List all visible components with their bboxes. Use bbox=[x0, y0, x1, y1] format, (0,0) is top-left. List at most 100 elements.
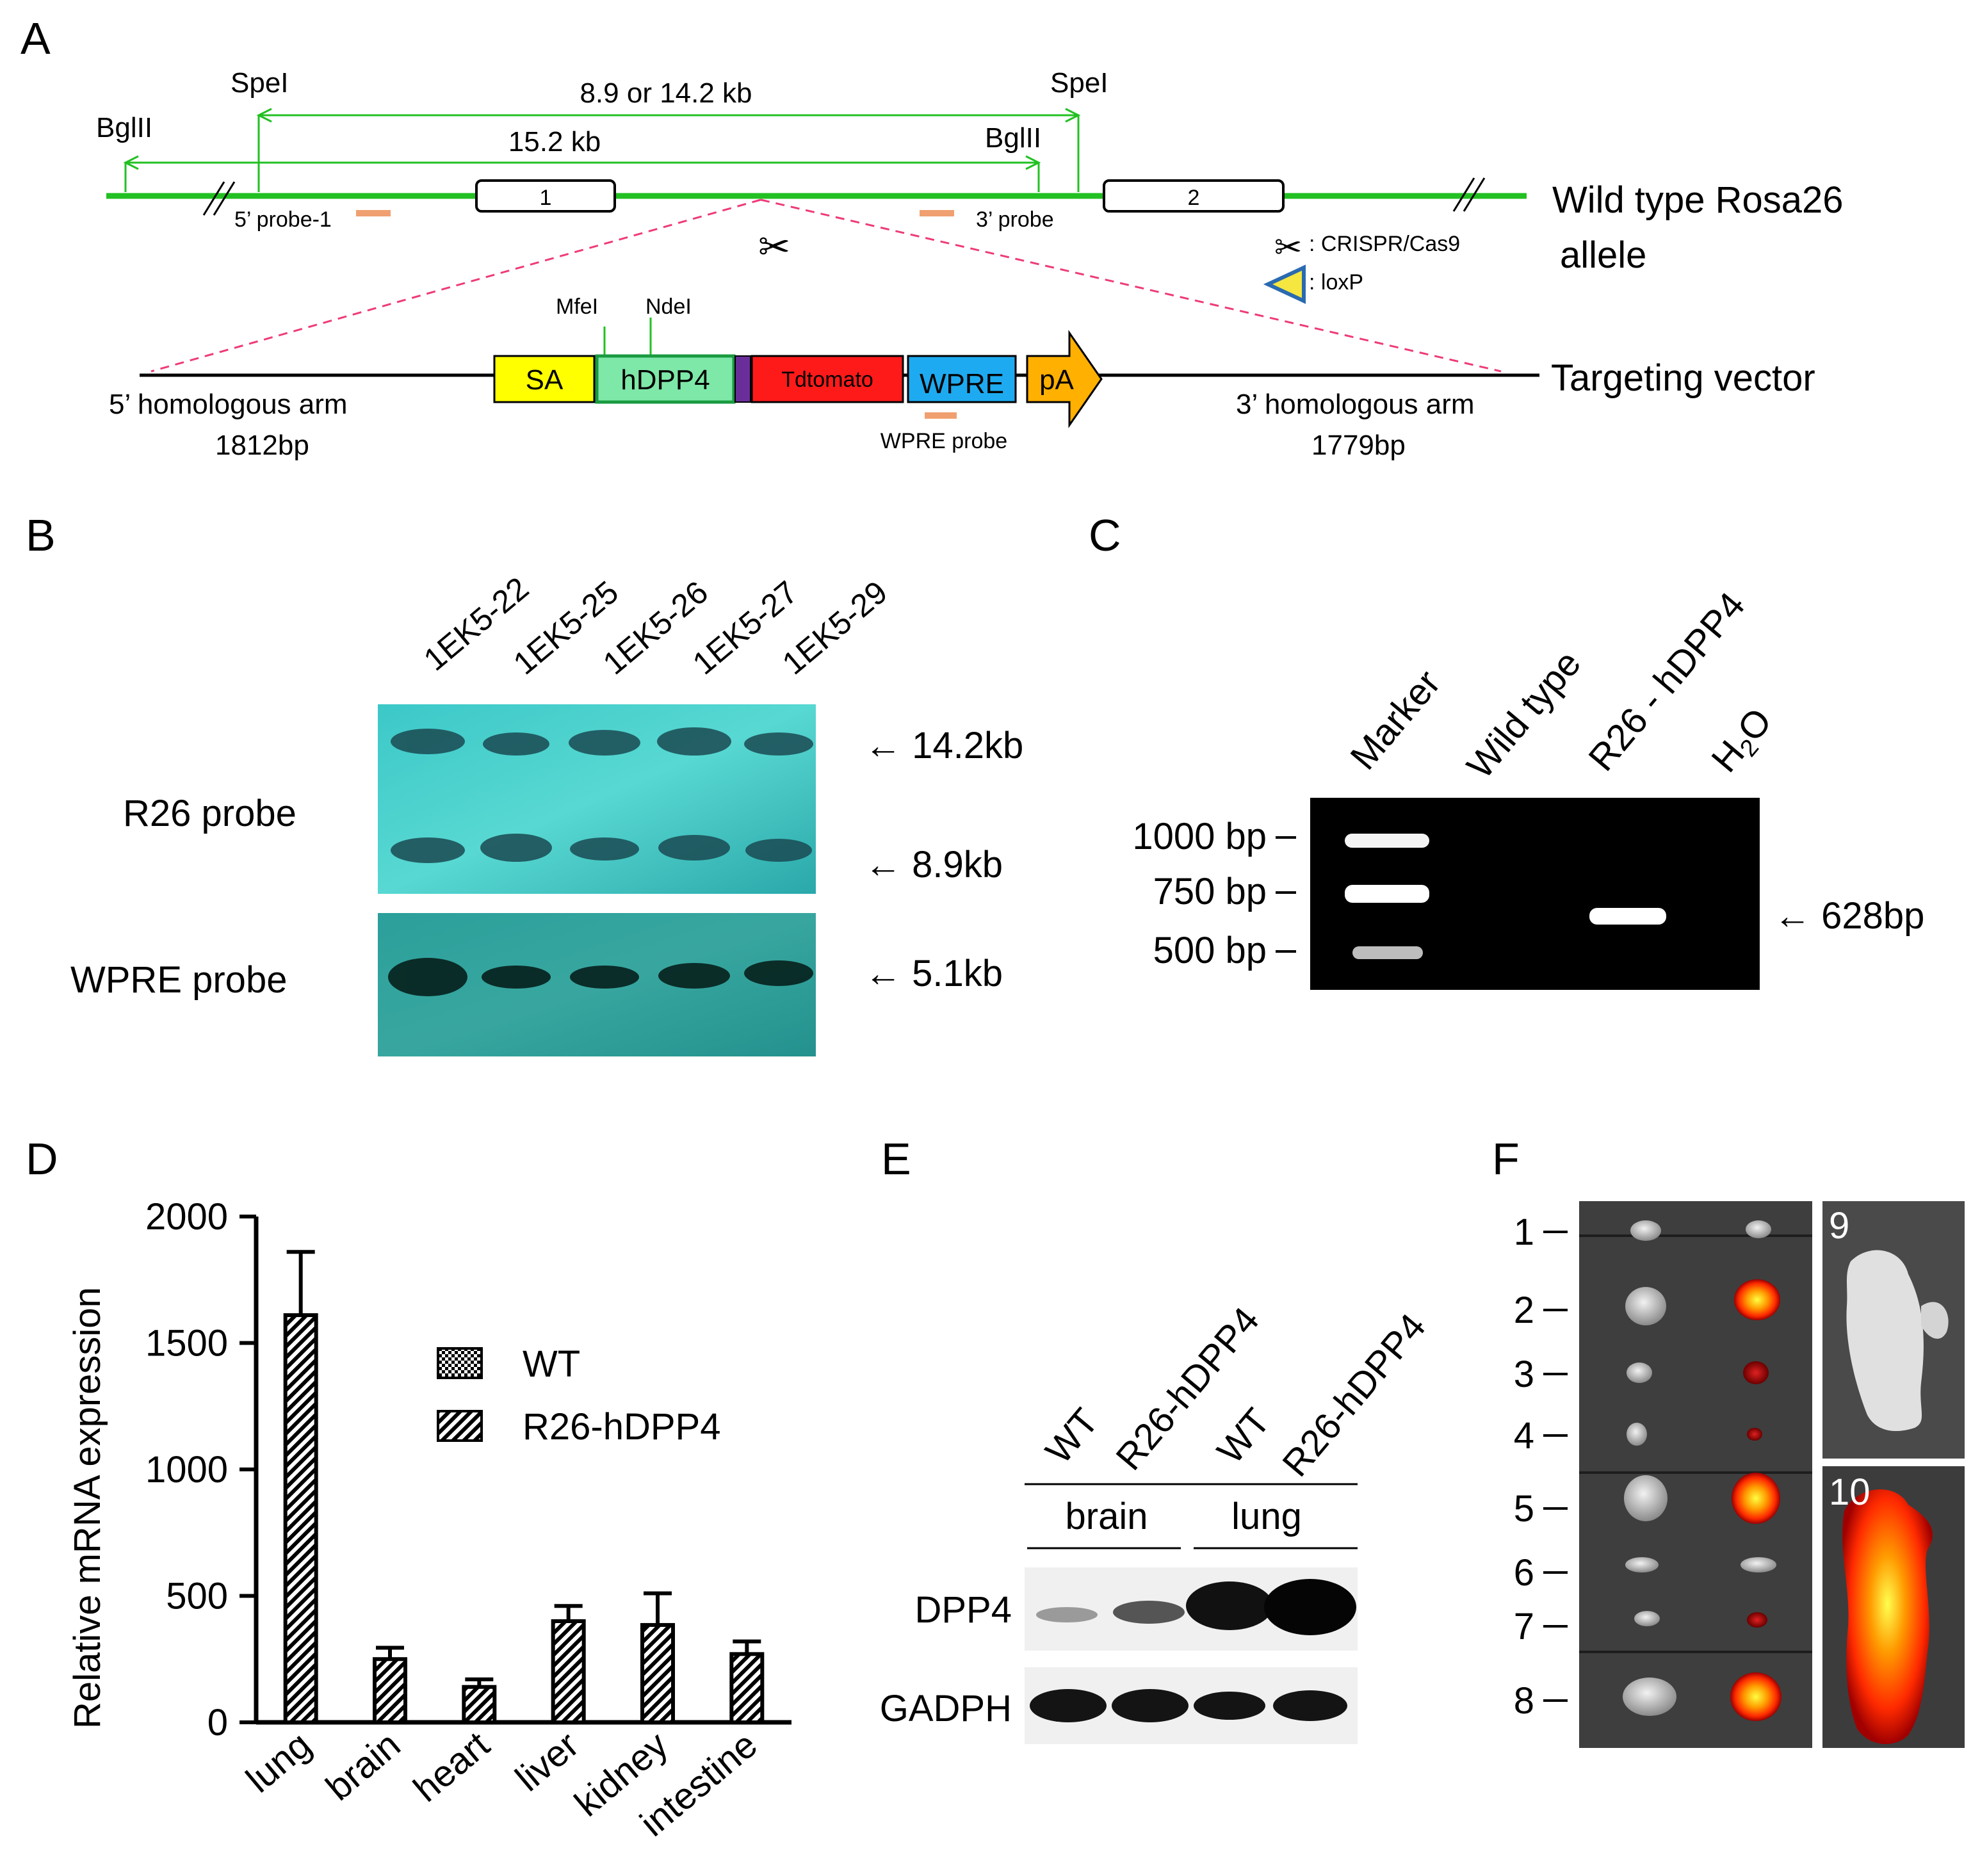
row-label: 2 bbox=[1514, 1290, 1534, 1331]
pa-label: pA bbox=[1039, 364, 1074, 396]
legend-tg-swatch bbox=[437, 1410, 483, 1442]
y-tick-label: 500 bbox=[166, 1576, 228, 1617]
row-label: 1 bbox=[1514, 1211, 1534, 1253]
band-628-label: ← 628bp bbox=[1774, 895, 1924, 937]
legend-wt-swatch bbox=[437, 1347, 483, 1379]
legend-crispr-label: : CRISPR/Cas9 bbox=[1309, 232, 1460, 256]
wpre-probe-bar bbox=[925, 412, 957, 419]
x-tick-label: brain bbox=[318, 1724, 409, 1809]
panel-d-letter: D bbox=[26, 1134, 58, 1184]
row-gadph: GADPH bbox=[880, 1688, 1012, 1729]
spei-right-label: SpeI bbox=[1050, 67, 1108, 99]
row-label: 3 bbox=[1514, 1354, 1534, 1395]
bar-intestine bbox=[729, 1652, 765, 1725]
group-lung: lung bbox=[1231, 1496, 1302, 1537]
lane-marker: Marker bbox=[1342, 662, 1448, 777]
hdpp4-label: hDPP4 bbox=[621, 364, 710, 396]
row-labels-f: 1 2 3 4 5 6 7 8 bbox=[1514, 1211, 1534, 1722]
panel-c-letter: C bbox=[1089, 510, 1121, 560]
lane-labels-b: 1EK5-22 1EK5-25 1EK5-26 1EK5-27 1EK5-29 bbox=[417, 570, 894, 681]
row-label: 8 bbox=[1514, 1680, 1534, 1722]
bglii-right-label: BglII bbox=[985, 122, 1041, 154]
arm5-bp: 1812bp bbox=[215, 430, 309, 461]
gel-c-bands bbox=[1345, 834, 1666, 959]
wpre-probe-label: WPRE probe bbox=[880, 429, 1007, 453]
ndei-label: NdeI bbox=[645, 295, 692, 319]
arm5-label: 5’ homologous arm bbox=[109, 389, 348, 420]
organ-image bbox=[1579, 1201, 1812, 1748]
row-wpre-probe: WPRE probe bbox=[70, 959, 287, 1001]
panel-b: B 1EK5-22 1EK5-25 1EK5-26 1EK5-27 1EK5-2… bbox=[26, 510, 1023, 1056]
ladder-1000: 1000 bp bbox=[1132, 816, 1267, 857]
panel-a-letter: A bbox=[20, 13, 51, 63]
mouse-9-body bbox=[1846, 1250, 1924, 1432]
wpre-box bbox=[907, 355, 1017, 403]
panel-e: E WT R26-hDPP4 WT R26-hDPP4 brain lung D… bbox=[880, 1134, 1434, 1744]
y-axis-label: Relative mRNA expression bbox=[67, 1287, 108, 1729]
size-5kb: ← 5.1kb bbox=[864, 953, 1003, 994]
panel-a: A SpeI BglII SpeI BglII 8.9 or 14.2 kb 1… bbox=[20, 13, 1844, 461]
y-tick-label: 2000 bbox=[145, 1196, 228, 1238]
blot-gadph-bands bbox=[1030, 1689, 1347, 1722]
lane-wt-brain: WT bbox=[1037, 1400, 1107, 1471]
y-tick-label: 0 bbox=[207, 1702, 228, 1743]
bglii-left-label: BglII bbox=[96, 112, 152, 143]
panel-e-letter: E bbox=[881, 1134, 911, 1184]
panel-d: D Relative mRNA expression 0500100015002… bbox=[26, 1134, 791, 1845]
arm3-label: 3’ homologous arm bbox=[1236, 389, 1475, 420]
lane-h2o: H2O bbox=[1703, 700, 1783, 782]
row-label: 7 bbox=[1514, 1606, 1534, 1647]
vector-label: Targeting vector bbox=[1551, 357, 1815, 399]
probe-5-bar bbox=[356, 210, 391, 216]
break-mark-left bbox=[202, 181, 236, 216]
allele-label-line2: allele bbox=[1560, 234, 1646, 276]
exon-1-label: 1 bbox=[540, 186, 552, 210]
tdtomato-label: Tdtomato bbox=[781, 368, 873, 392]
spei-left-label: SpeI bbox=[231, 67, 289, 99]
blot-dpp4-bands bbox=[1036, 1579, 1356, 1635]
bar-liver bbox=[551, 1619, 586, 1724]
size-8kb: ← 8.9kb bbox=[864, 844, 1003, 885]
mouse-9-label: 9 bbox=[1829, 1205, 1849, 1247]
row-label: 4 bbox=[1514, 1415, 1534, 1457]
lane-wild-type: Wild type bbox=[1459, 643, 1589, 786]
allele-label-line1: Wild type Rosa26 bbox=[1552, 179, 1844, 221]
exon-2-label: 2 bbox=[1188, 186, 1200, 210]
loxp-icon bbox=[1263, 264, 1306, 304]
ladder-750: 750 bp bbox=[1153, 871, 1267, 912]
exon-1-box bbox=[475, 179, 616, 213]
exon-2-box bbox=[1103, 179, 1285, 213]
distance-arrows bbox=[123, 108, 1081, 192]
lane-wt-lung: WT bbox=[1209, 1400, 1278, 1471]
hdpp4-box bbox=[595, 354, 736, 404]
y-tick-label: 1500 bbox=[145, 1323, 228, 1364]
group-brain: brain bbox=[1066, 1496, 1148, 1537]
organ-grid bbox=[1579, 1234, 1812, 1653]
wpre-label: WPRE bbox=[920, 368, 1004, 400]
row-dpp4: DPP4 bbox=[914, 1589, 1012, 1631]
scissors-icon: ✂ bbox=[758, 225, 790, 268]
linker-box bbox=[734, 355, 751, 403]
row-r26-probe: R26 probe bbox=[123, 793, 296, 834]
pa-arrow bbox=[1026, 330, 1103, 428]
row-ticks-f bbox=[1543, 1231, 1568, 1702]
lane-tg-lung: R26-hDPP4 bbox=[1274, 1306, 1434, 1484]
scissors-legend-icon: ✂ bbox=[1274, 229, 1302, 266]
mfei-label: MfeI bbox=[556, 295, 598, 319]
probe-5-label: 5’ probe-1 bbox=[234, 207, 332, 232]
arm3-bp: 1779bp bbox=[1311, 430, 1406, 461]
row-label: 5 bbox=[1514, 1488, 1534, 1530]
ladder-ticks bbox=[1276, 836, 1296, 953]
mouse-10-label: 10 bbox=[1829, 1471, 1870, 1513]
x-tick-label: lung bbox=[238, 1724, 319, 1800]
ladder-500: 500 bp bbox=[1153, 930, 1267, 971]
legend-loxp-label: : loxP bbox=[1309, 270, 1363, 295]
bar-kidney bbox=[640, 1622, 675, 1725]
break-mark-right bbox=[1452, 177, 1486, 212]
bar-lung bbox=[283, 1313, 318, 1725]
panel-f: F bbox=[1492, 1134, 1965, 1748]
blot-wpre-bands bbox=[388, 958, 813, 996]
row-label: 6 bbox=[1514, 1552, 1534, 1594]
